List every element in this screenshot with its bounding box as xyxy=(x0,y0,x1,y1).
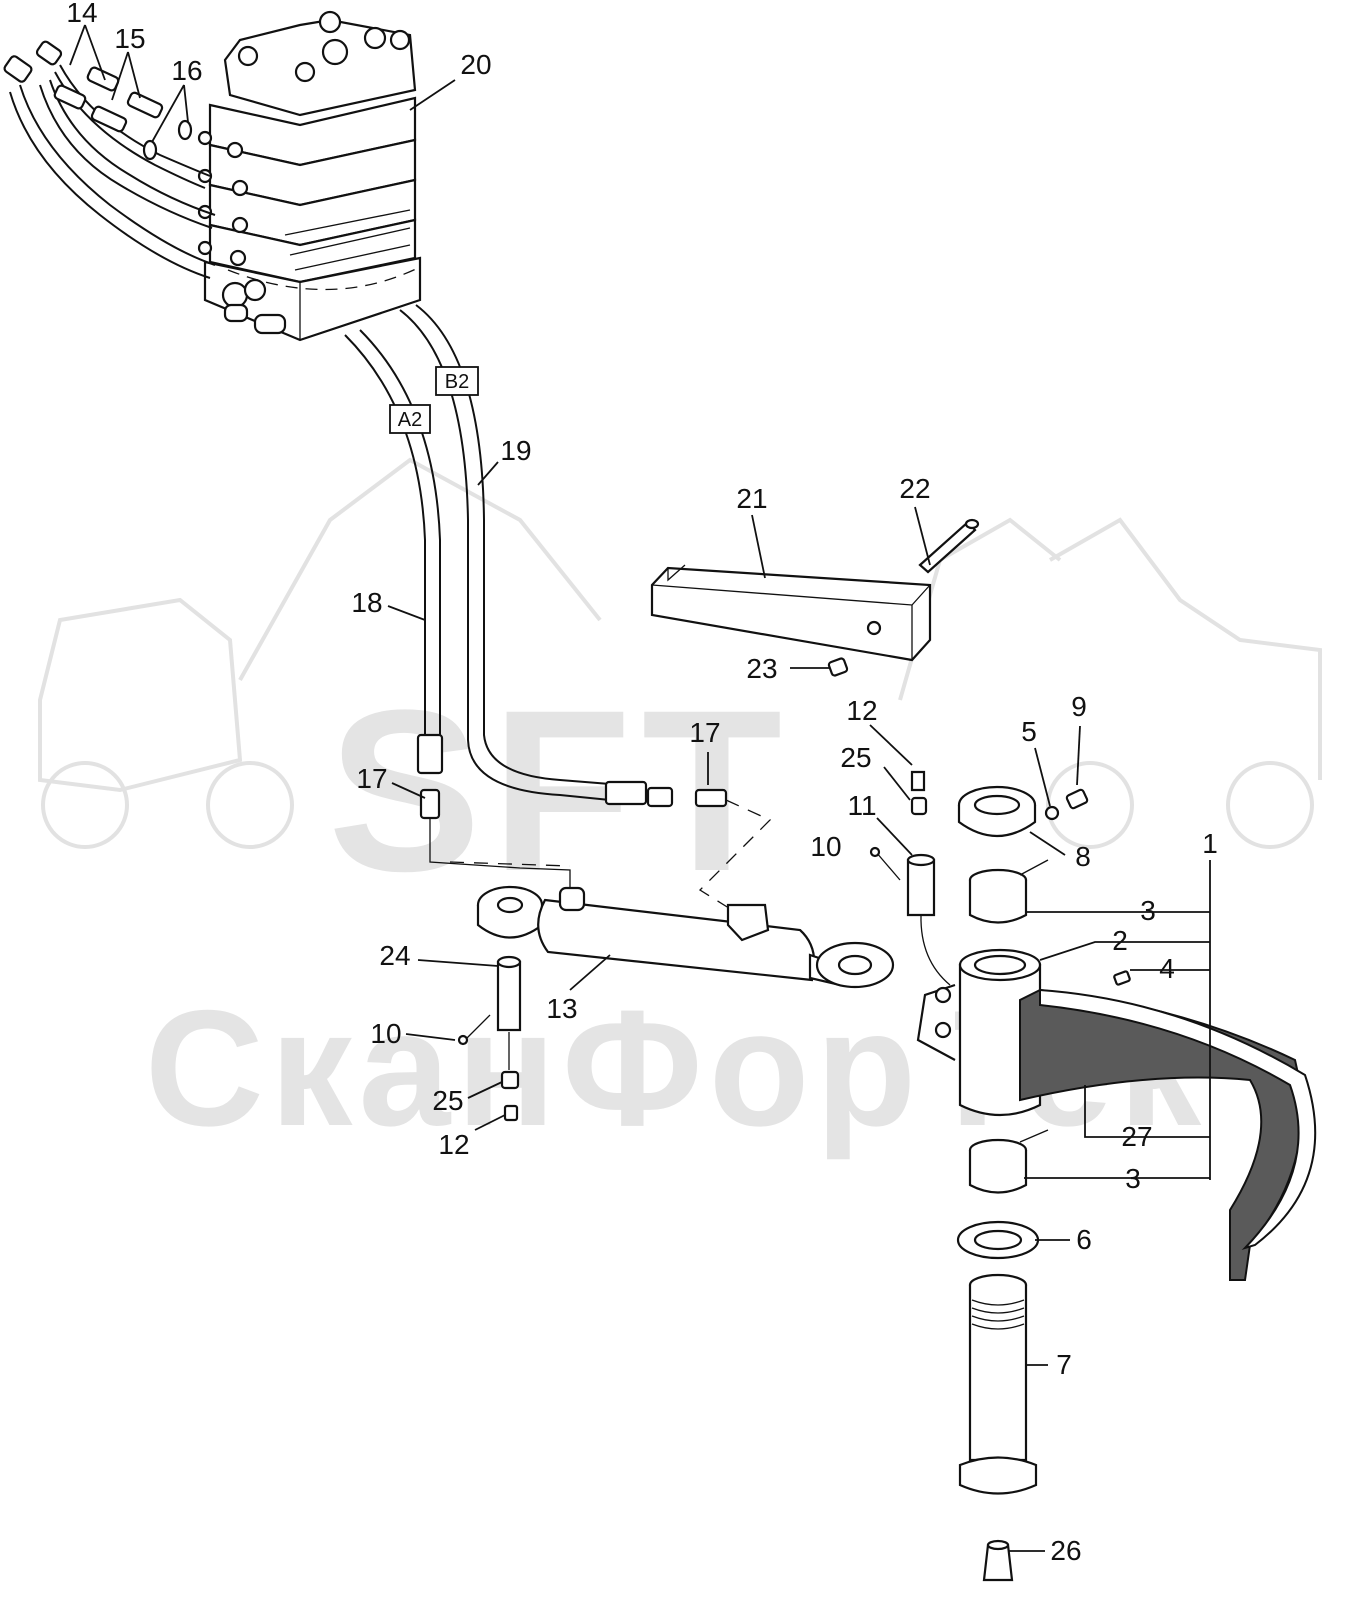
callout-20: 20 xyxy=(460,49,491,80)
hose-tag-a2: A2 xyxy=(389,404,431,434)
washer-6 xyxy=(956,1220,1040,1260)
callout-21: 21 xyxy=(736,483,767,514)
callout-12-bottom: 12 xyxy=(438,1129,469,1160)
callout-26: 26 xyxy=(1050,1535,1081,1566)
callout-16: 16 xyxy=(171,55,202,86)
callout-23: 23 xyxy=(746,653,777,684)
callout-10-bottom: 10 xyxy=(370,1018,401,1049)
hose-19 xyxy=(399,304,728,808)
bushing-3-upper xyxy=(968,859,1049,924)
bushing-3-lower xyxy=(968,1129,1049,1194)
hose-tag-b2-label: B2 xyxy=(445,371,469,393)
callout-labels: 14 15 16 20 19 18 21 22 23 17 17 12 25 1… xyxy=(66,0,1217,1566)
callout-9: 9 xyxy=(1071,691,1087,722)
hose-tag-a2-label: A2 xyxy=(398,409,422,431)
plug-26 xyxy=(982,1539,1014,1582)
shaft-7 xyxy=(958,1273,1038,1495)
pin-24-assembly xyxy=(457,955,522,1122)
callout-4: 4 xyxy=(1159,953,1175,984)
callout-15: 15 xyxy=(114,23,145,54)
o-ring-16b xyxy=(177,119,193,141)
callout-5: 5 xyxy=(1021,716,1037,747)
callout-17-right: 17 xyxy=(689,717,720,748)
callout-11: 11 xyxy=(847,790,876,821)
collar-8-assembly xyxy=(957,785,1089,838)
leader-lines xyxy=(69,24,1211,1552)
callout-13: 13 xyxy=(546,993,577,1024)
callout-22: 22 xyxy=(899,473,930,504)
hose-tag-b2: B2 xyxy=(435,366,479,396)
dashed-connection-b xyxy=(698,799,772,916)
callout-27: 27 xyxy=(1121,1121,1152,1152)
callout-7: 7 xyxy=(1056,1349,1072,1380)
callout-10-top: 10 xyxy=(810,831,841,862)
dashed-connection-a2 xyxy=(449,861,571,867)
callout-3-bottom: 3 xyxy=(1125,1163,1141,1194)
callout-19: 19 xyxy=(500,435,531,466)
dashed-connection-a xyxy=(429,818,571,888)
o-ring-16a xyxy=(142,139,158,161)
callout-24: 24 xyxy=(379,940,410,971)
callout-12-top: 12 xyxy=(846,695,877,726)
tine-27 xyxy=(1019,970,1317,1281)
upper-hoses xyxy=(3,40,216,279)
callout-14: 14 xyxy=(66,0,97,28)
hydraulic-cylinder xyxy=(476,885,895,989)
callout-8: 8 xyxy=(1075,841,1091,872)
control-valve-block xyxy=(197,10,422,342)
cover-plate-21 xyxy=(650,518,980,677)
callout-3-top: 3 xyxy=(1140,895,1156,926)
callout-1: 1 xyxy=(1202,828,1218,859)
callout-25-top: 25 xyxy=(840,742,871,773)
callout-2: 2 xyxy=(1112,925,1128,956)
callout-17-left: 17 xyxy=(356,763,387,794)
callout-6: 6 xyxy=(1076,1224,1092,1255)
callout-25-bottom: 25 xyxy=(432,1085,463,1116)
callout-18: 18 xyxy=(351,587,382,618)
pin-11-assembly xyxy=(869,770,951,986)
